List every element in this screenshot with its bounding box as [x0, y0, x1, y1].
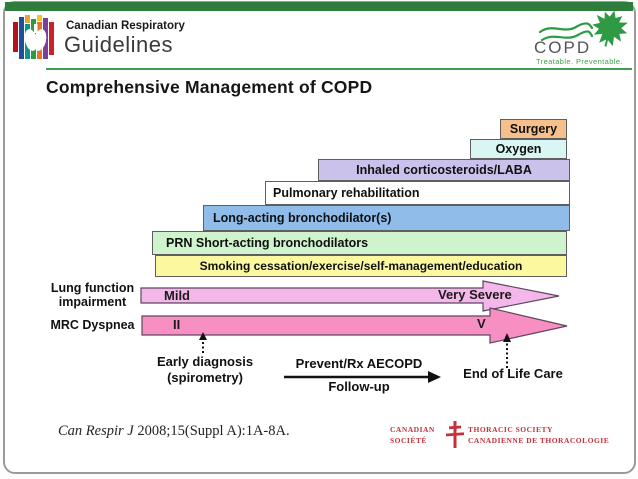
- label-line: Early diagnosis: [156, 354, 254, 369]
- lung-function-arrow: [140, 280, 560, 312]
- right-arrow-icon: [284, 371, 441, 383]
- step-label: Inhaled corticosteroids/LABA: [356, 163, 532, 177]
- guidelines-logo-icon: [13, 15, 54, 59]
- step-label: Oxygen: [495, 142, 542, 156]
- step-pulmonary-rehab: Pulmonary rehabilitation: [265, 181, 570, 205]
- step-ics-laba: Inhaled corticosteroids/LABA: [318, 159, 570, 181]
- cts-text: SOCIÉTÉ: [390, 436, 427, 445]
- label-line: (spirometry): [167, 370, 243, 385]
- severity-very-severe: Very Severe: [438, 287, 512, 302]
- cts-text: CANADIENNE DE THORACOLOGIE: [468, 436, 610, 445]
- citation-journal: Can Respir J: [58, 423, 134, 439]
- step-prn-short-acting: PRN Short-acting bronchodilators: [152, 231, 567, 255]
- step-label: Surgery: [509, 122, 558, 136]
- step-label: Long-acting bronchodilator(s): [213, 211, 392, 225]
- cts-text: THORACIC SOCIETY: [468, 425, 553, 434]
- copd-logo-title: COPD: [534, 38, 592, 57]
- label-line: MRC Dyspnea: [50, 318, 135, 332]
- copd-logo-graphic: [538, 10, 628, 47]
- breath-wave-icon: [540, 30, 594, 42]
- step-label: PRN Short-acting bronchodilators: [166, 236, 369, 250]
- brand-line2: Guidelines: [64, 32, 173, 57]
- mrc-grade-end: V: [477, 316, 486, 331]
- step-oxygen: Oxygen: [470, 139, 567, 159]
- cts-right-column: THORACIC SOCIETY CANADIENNE DE THORACOLO…: [468, 425, 609, 445]
- cts-logo: CANADIAN SOCIÉTÉ THORACIC SOCIETY CANADI…: [390, 421, 609, 449]
- follow-up-label: Follow-up: [328, 379, 390, 394]
- mrc-dyspnea-label: MRC Dyspnea: [25, 318, 160, 332]
- maple-leaf-icon: [592, 10, 628, 47]
- end-of-life-care-label: End of Life Care: [463, 366, 563, 381]
- step-label: Pulmonary rehabilitation: [273, 186, 420, 200]
- early-diagnosis-label: Early diagnosis (spirometry): [135, 354, 275, 386]
- step-smoking-cessation: Smoking cessation/exercise/self-manageme…: [155, 255, 567, 277]
- prevent-aecopd-label: Prevent/Rx AECOPD: [295, 356, 423, 371]
- cts-left-column: CANADIAN SOCIÉTÉ: [390, 425, 442, 445]
- page-title: Comprehensive Management of COPD: [46, 77, 373, 97]
- copd-logo-tagline: Treatable. Preventable.: [536, 57, 623, 66]
- step-label: Smoking cessation/exercise/self-manageme…: [199, 259, 523, 273]
- citation: Can Respir J 2008;15(Suppl A):1A-8A.: [58, 423, 290, 440]
- mrc-grade-start: II: [173, 317, 181, 332]
- breath-wave-icon: [538, 22, 594, 34]
- dashed-up-arrow-icon: [503, 333, 511, 368]
- cts-text: CANADIAN: [390, 425, 435, 434]
- label-line: Lung function: [50, 281, 135, 295]
- citation-detail: 2008;15(Suppl A):1A-8A.: [133, 423, 290, 439]
- top-green-bar: [5, 2, 633, 11]
- step-surgery: Surgery: [500, 119, 567, 139]
- mrc-dyspnea-arrow: [141, 307, 568, 344]
- severity-mild: Mild: [164, 288, 190, 303]
- dashed-up-arrow-icon: [199, 332, 207, 353]
- label-line: impairment: [58, 295, 127, 309]
- brand-line1: Canadian Respiratory: [66, 20, 185, 32]
- header-separator: [46, 68, 632, 70]
- step-long-acting-bronchodilators: Long-acting bronchodilator(s): [203, 205, 570, 231]
- lung-function-label: Lung function impairment: [25, 281, 160, 309]
- lorraine-cross-icon: [446, 421, 464, 448]
